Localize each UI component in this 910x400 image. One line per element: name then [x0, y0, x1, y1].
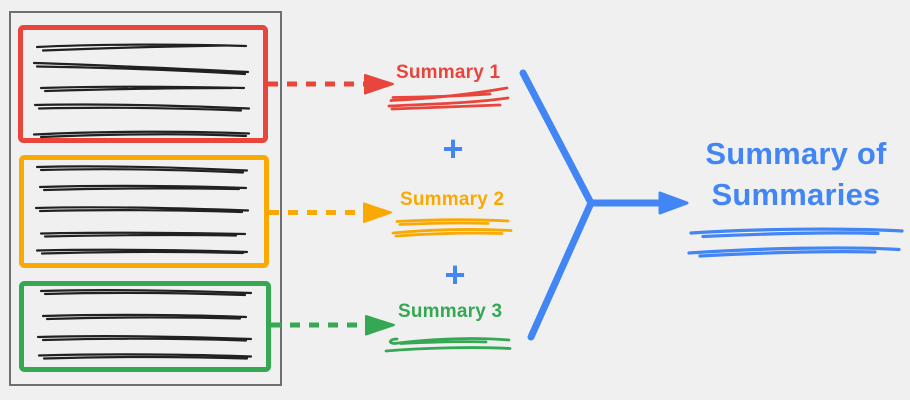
summary-3-label: Summary 3: [398, 301, 503, 322]
chunk-1-dashed-arrow-icon: [268, 74, 394, 95]
summary-2-scribble: [391, 218, 513, 238]
chunk-3-dashed-arrow-icon: [271, 315, 395, 336]
summary-1-scribble: [387, 86, 510, 111]
chunk-2-text-scribbles: [34, 165, 250, 255]
chunk-2-dashed-arrow-icon: [269, 202, 392, 223]
merge-fork-arrow-icon: [519, 69, 689, 341]
summary-of-summaries-label: Summary of Summaries: [705, 136, 887, 212]
summary-2-label: Summary 2: [400, 189, 505, 210]
chunk-3-text-scribbles: [36, 289, 253, 360]
summary-1-label: Summary 1: [396, 62, 501, 83]
chunk-2-box: [19, 155, 269, 268]
chunk-1-box: [18, 25, 268, 143]
chunk-1-text-scribbles: [32, 43, 251, 139]
summary-3-scribble: [384, 337, 512, 353]
chunk-3-box: [19, 281, 271, 372]
final-summary-scribble: [687, 227, 904, 258]
plus-icon-1: +: [442, 128, 464, 169]
source-document-outline: [9, 11, 282, 386]
plus-icon-2: +: [444, 254, 466, 295]
